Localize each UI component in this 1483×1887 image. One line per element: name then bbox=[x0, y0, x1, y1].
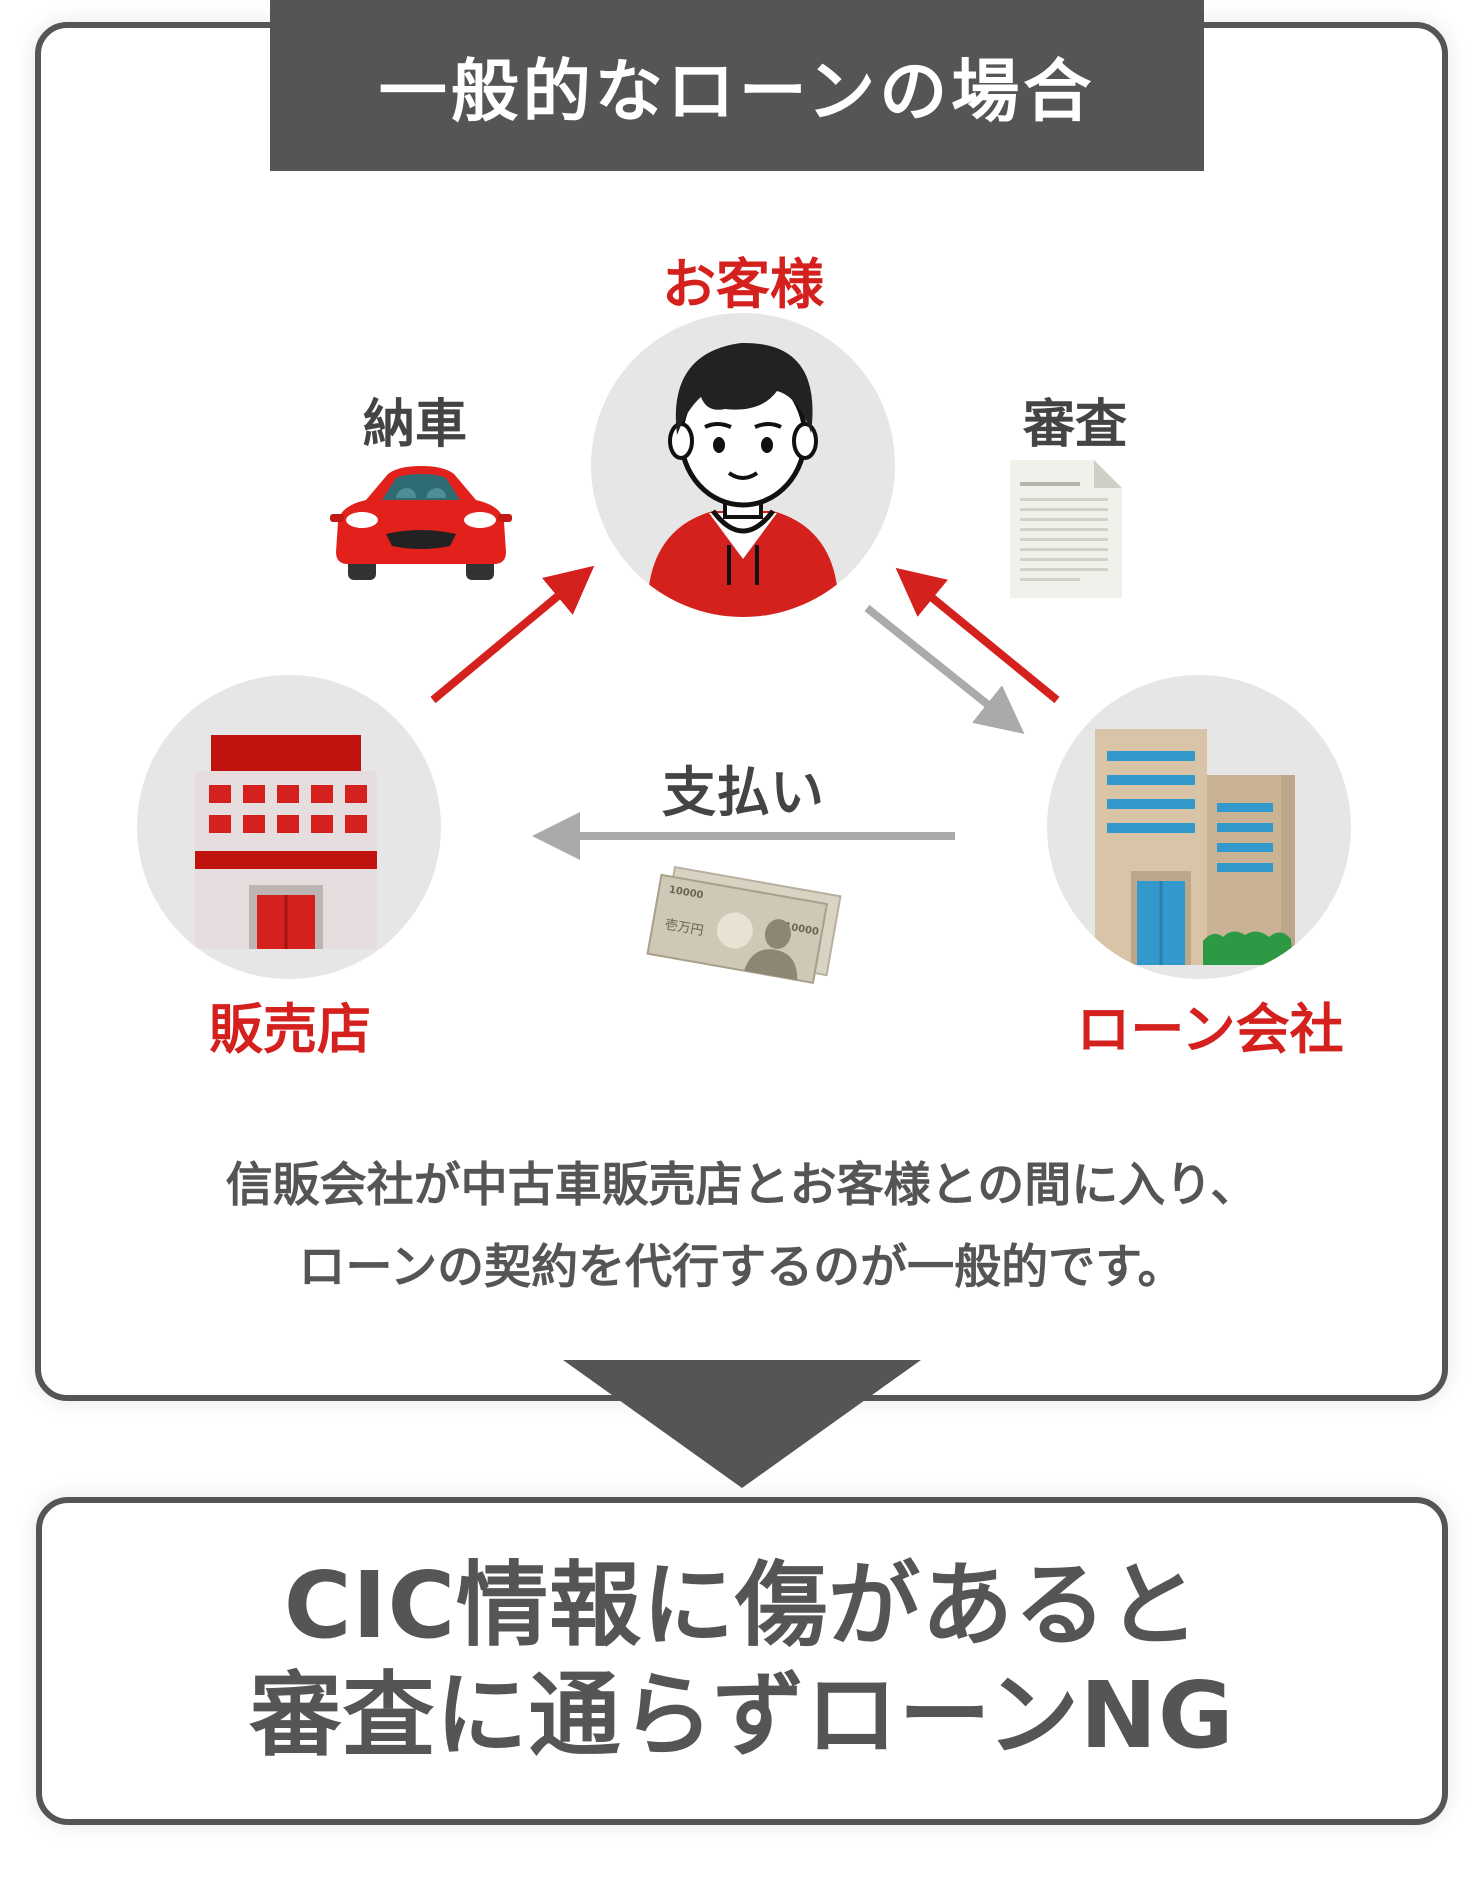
delivery-label: 納車 bbox=[362, 395, 467, 455]
down-arrow-icon bbox=[563, 1360, 921, 1488]
customer-label: お客様 bbox=[662, 253, 824, 316]
payment-label: 支払い bbox=[662, 761, 824, 824]
conclusion-box: CIC情報に傷があると 審査に通らずローンNG bbox=[36, 1497, 1448, 1825]
description-line-1: 信販会社が中古車販売店とお客様との間に入り、 bbox=[225, 1158, 1258, 1213]
dealer-label: 販売店 bbox=[209, 998, 371, 1061]
description: 信販会社が中古車販売店とお客様との間に入り、 ローンの契約を代行するのが一般的で… bbox=[100, 1145, 1383, 1309]
document-icon bbox=[1010, 460, 1122, 598]
flow-arrows bbox=[430, 565, 1060, 860]
person-icon bbox=[643, 342, 843, 617]
dealer-icon-circle bbox=[137, 675, 441, 979]
loan-company-label: ローン会社 bbox=[1076, 998, 1344, 1061]
banknote-icon: 10000 10000 壱万円 bbox=[644, 862, 844, 988]
svg-text:壱万円: 壱万円 bbox=[664, 917, 705, 939]
description-line-2: ローンの契約を代行するのが一般的です。 bbox=[298, 1240, 1185, 1295]
office-building-icon bbox=[1095, 729, 1295, 965]
arrow-loan-to-customer bbox=[895, 567, 1060, 704]
screening-label: 審査 bbox=[1022, 395, 1127, 455]
arrow-dealer-to-customer bbox=[430, 565, 595, 704]
card-title: 一般的なローンの場合 bbox=[270, 0, 1204, 171]
arrow-customer-to-loan bbox=[864, 604, 1025, 734]
conclusion-line-2: 審査に通らずローンNG bbox=[249, 1662, 1235, 1769]
car-icon bbox=[326, 462, 516, 582]
store-building-icon bbox=[195, 735, 377, 949]
loan-company-icon-circle bbox=[1047, 675, 1351, 979]
customer-avatar bbox=[591, 313, 895, 617]
conclusion-line-1: CIC情報に傷があると bbox=[283, 1552, 1201, 1659]
